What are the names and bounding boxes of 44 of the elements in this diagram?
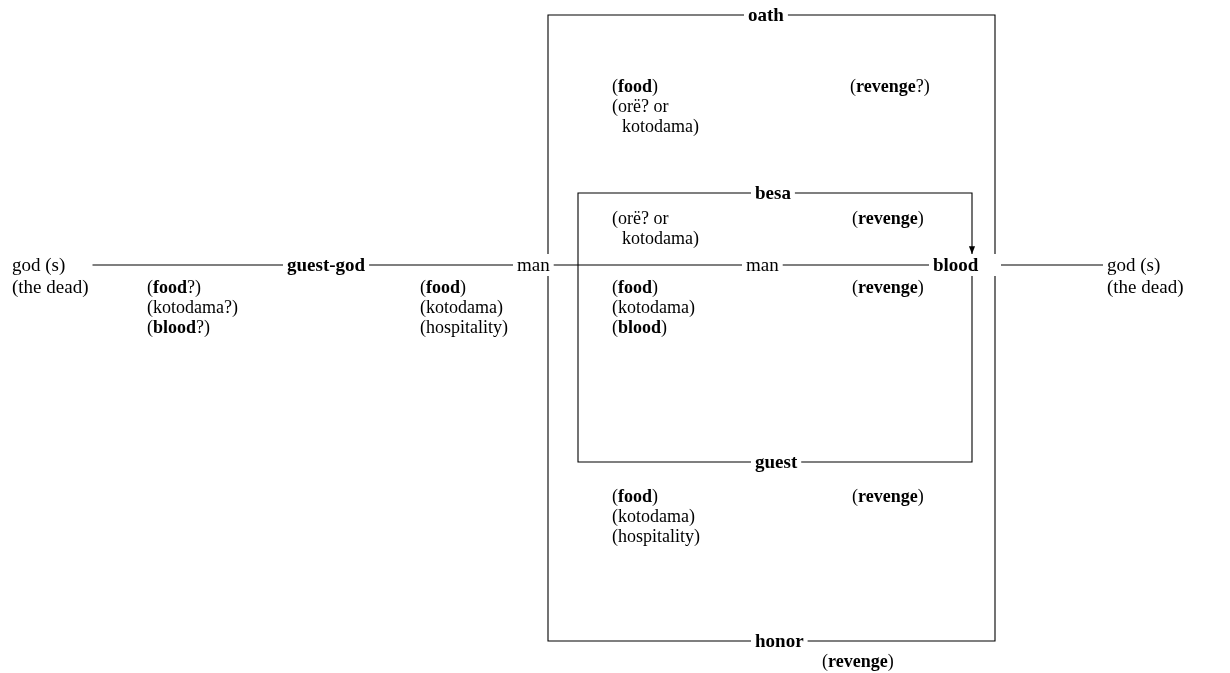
connector-line bbox=[577, 192, 752, 463]
annotation-text: (food) bbox=[612, 486, 658, 506]
connector-line bbox=[1000, 264, 1104, 266]
connector-line bbox=[553, 264, 743, 266]
annotation-text: (kotodama) bbox=[420, 297, 503, 317]
node-word: honor bbox=[751, 630, 808, 652]
annotation-text: (orë? or kotodama) bbox=[612, 208, 700, 248]
arrow bbox=[794, 192, 976, 255]
connector-line bbox=[547, 14, 745, 255]
connector-line bbox=[800, 275, 973, 463]
annotation-text: (orë? or kotodama) bbox=[612, 96, 700, 136]
annotation-text: (revenge) bbox=[852, 277, 924, 297]
node-word: god (s) bbox=[12, 254, 67, 276]
caption-text: (the dead) bbox=[1107, 276, 1184, 298]
connector-line bbox=[91, 264, 284, 266]
annotation-text: (revenge) bbox=[822, 651, 894, 671]
connector-line bbox=[787, 14, 996, 255]
node-word: guest bbox=[751, 451, 802, 473]
node-word: man bbox=[513, 254, 554, 276]
annotation-text: (revenge) bbox=[852, 208, 924, 228]
annotation-text: (hospitality) bbox=[612, 526, 700, 546]
annotation-text: (food) bbox=[612, 277, 658, 297]
annotation-text: (food) bbox=[420, 277, 466, 297]
annotation-text: (revenge?) bbox=[850, 76, 930, 96]
annotation-text: (food?) bbox=[147, 277, 201, 297]
annotation-text: (kotodama) bbox=[612, 506, 695, 526]
connector-line bbox=[547, 275, 752, 642]
annotation-text: (kotodama?) bbox=[147, 297, 238, 317]
annotation-text: (food) bbox=[612, 76, 658, 96]
node-word: guest-god bbox=[283, 254, 370, 276]
node-word: man bbox=[742, 254, 783, 276]
annotation-text: (revenge) bbox=[852, 486, 924, 506]
node-word: oath bbox=[744, 4, 788, 26]
node-word: blood bbox=[929, 254, 1001, 276]
connector-line bbox=[368, 264, 514, 266]
connector-line bbox=[782, 264, 930, 266]
node-word: besa bbox=[751, 182, 795, 204]
caption-text: (the dead) bbox=[12, 276, 89, 298]
connector-line bbox=[807, 275, 996, 642]
annotation-text: (kotodama) bbox=[612, 297, 695, 317]
node-word: god (s) bbox=[1107, 254, 1162, 276]
annotation-text: (blood?) bbox=[147, 317, 210, 337]
annotation-text: (hospitality) bbox=[420, 317, 508, 337]
annotation-text: (blood) bbox=[612, 317, 668, 337]
